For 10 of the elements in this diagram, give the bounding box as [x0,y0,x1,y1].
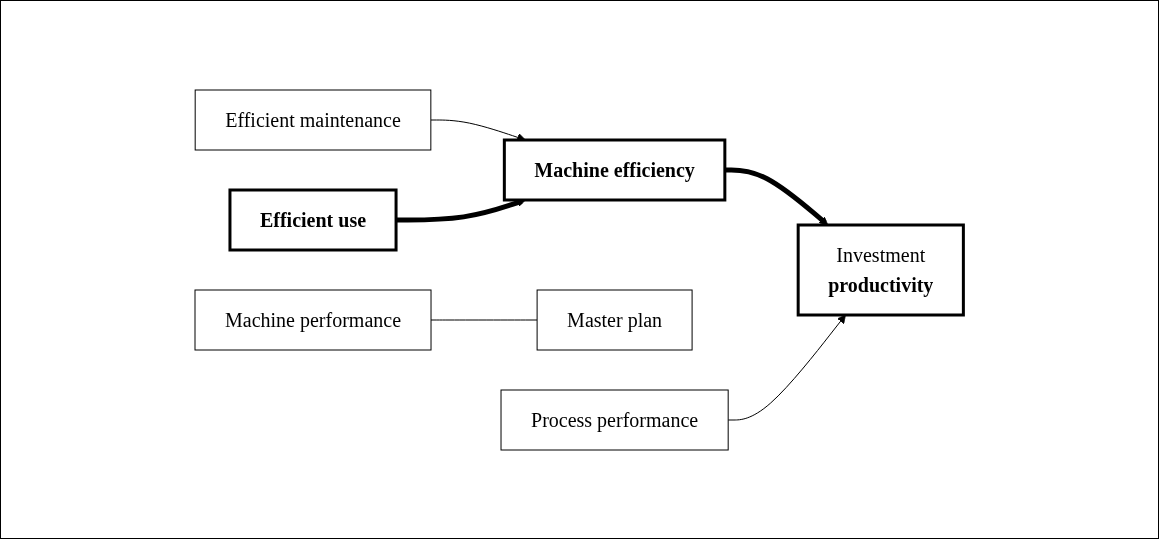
node-box: Machine efficiency [503,138,727,201]
connector [430,319,538,320]
node-box: Investment productivity [797,223,966,316]
node-box: Process performance [500,389,729,450]
node-box: Machine performance [194,289,432,350]
node-box: Efficient maintenance [195,89,432,150]
node-box: Master plan [536,289,693,350]
arrow [725,167,829,225]
node-box: Efficient use [228,188,398,251]
arrow [728,314,847,420]
